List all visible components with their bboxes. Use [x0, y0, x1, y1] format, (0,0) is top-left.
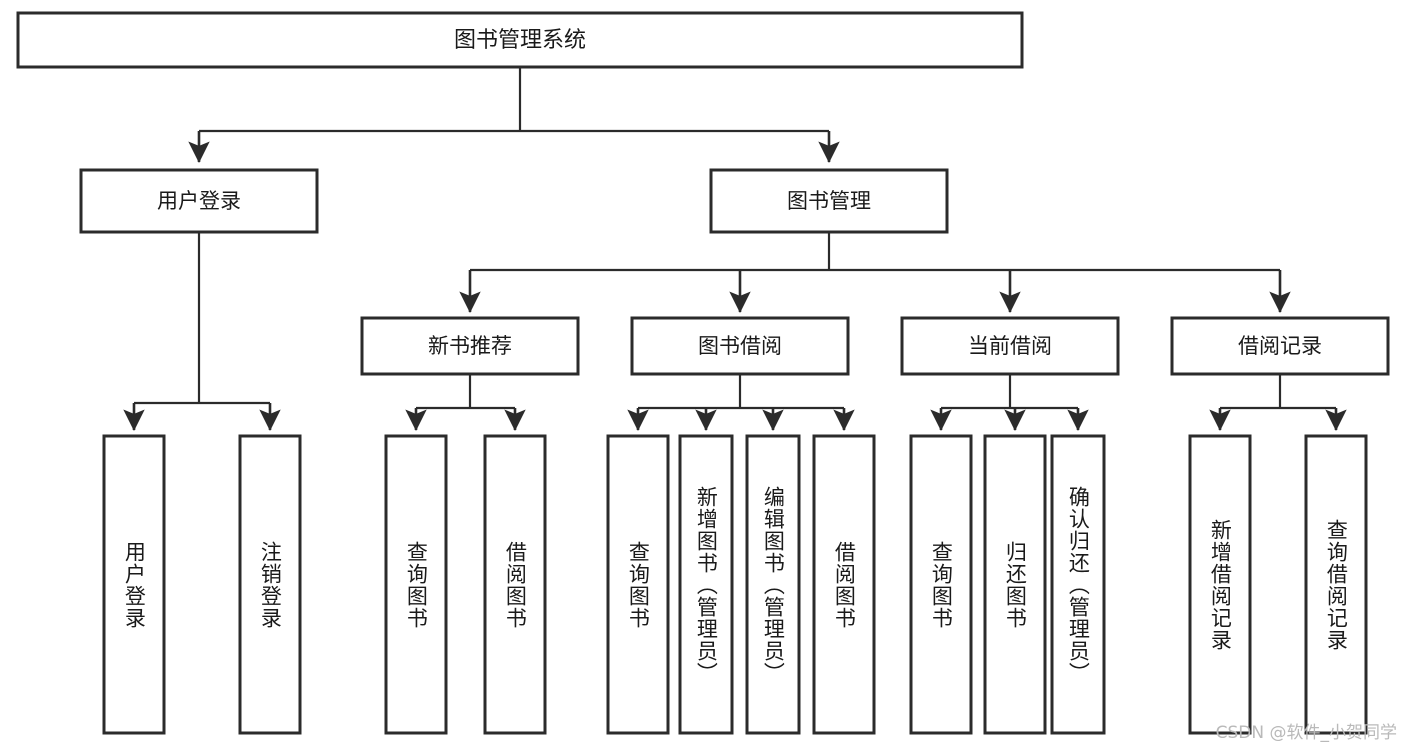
- leaf-box-confirm-return-admin[interactable]: [1050, 434, 1106, 735]
- node-book-borrow-label: 图书借阅: [698, 334, 782, 358]
- connector-layer: [123, 67, 1347, 431]
- leaf-box-borrow-book-2[interactable]: [812, 434, 876, 735]
- node-borrow-record[interactable]: 借阅记录: [1170, 316, 1390, 376]
- leaf-box-user-login[interactable]: [102, 434, 166, 735]
- node-new-book-rec-label: 新书推荐: [428, 334, 512, 358]
- leaf-box-user-logout[interactable]: [238, 434, 302, 735]
- node-book-manage-box[interactable]: [709, 168, 949, 234]
- leaf-box-return-book[interactable]: [983, 434, 1047, 735]
- node-borrow-record-box[interactable]: [1170, 316, 1390, 376]
- node-root-label: 图书管理系统: [454, 28, 586, 53]
- leaf-box-add-book-admin[interactable]: [678, 434, 734, 735]
- leaf-box-add-record[interactable]: [1188, 434, 1252, 735]
- node-book-borrow-box[interactable]: [630, 316, 850, 376]
- leaf-box-borrow-book-1[interactable]: [483, 434, 547, 735]
- node-borrow-record-label: 借阅记录: [1238, 334, 1322, 358]
- leaf-box-edit-book-admin[interactable]: [745, 434, 801, 735]
- node-book-borrow[interactable]: 图书借阅: [630, 316, 850, 376]
- node-new-book-rec-box[interactable]: [360, 316, 580, 376]
- node-root[interactable]: 图书管理系统: [16, 11, 1024, 69]
- watermark: CSDN @软件_小贺同学: [1215, 723, 1397, 743]
- node-current-borrow[interactable]: 当前借阅: [900, 316, 1120, 376]
- node-new-book-rec[interactable]: 新书推荐: [360, 316, 580, 376]
- leaf-box-layer: [102, 434, 1368, 735]
- leaf-box-query-record[interactable]: [1304, 434, 1368, 735]
- node-current-borrow-label: 当前借阅: [968, 334, 1052, 358]
- node-book-manage[interactable]: 图书管理: [709, 168, 949, 234]
- leaf-box-query-book-2[interactable]: [606, 434, 670, 735]
- node-user-login[interactable]: 用户登录: [79, 168, 319, 234]
- node-user-login-label: 用户登录: [157, 189, 241, 213]
- node-current-borrow-box[interactable]: [900, 316, 1120, 376]
- node-book-manage-label: 图书管理: [787, 189, 871, 213]
- node-root-box[interactable]: [16, 11, 1024, 69]
- leaf-box-query-book-1[interactable]: [384, 434, 448, 735]
- node-user-login-box[interactable]: [79, 168, 319, 234]
- leaf-box-query-book-3[interactable]: [909, 434, 973, 735]
